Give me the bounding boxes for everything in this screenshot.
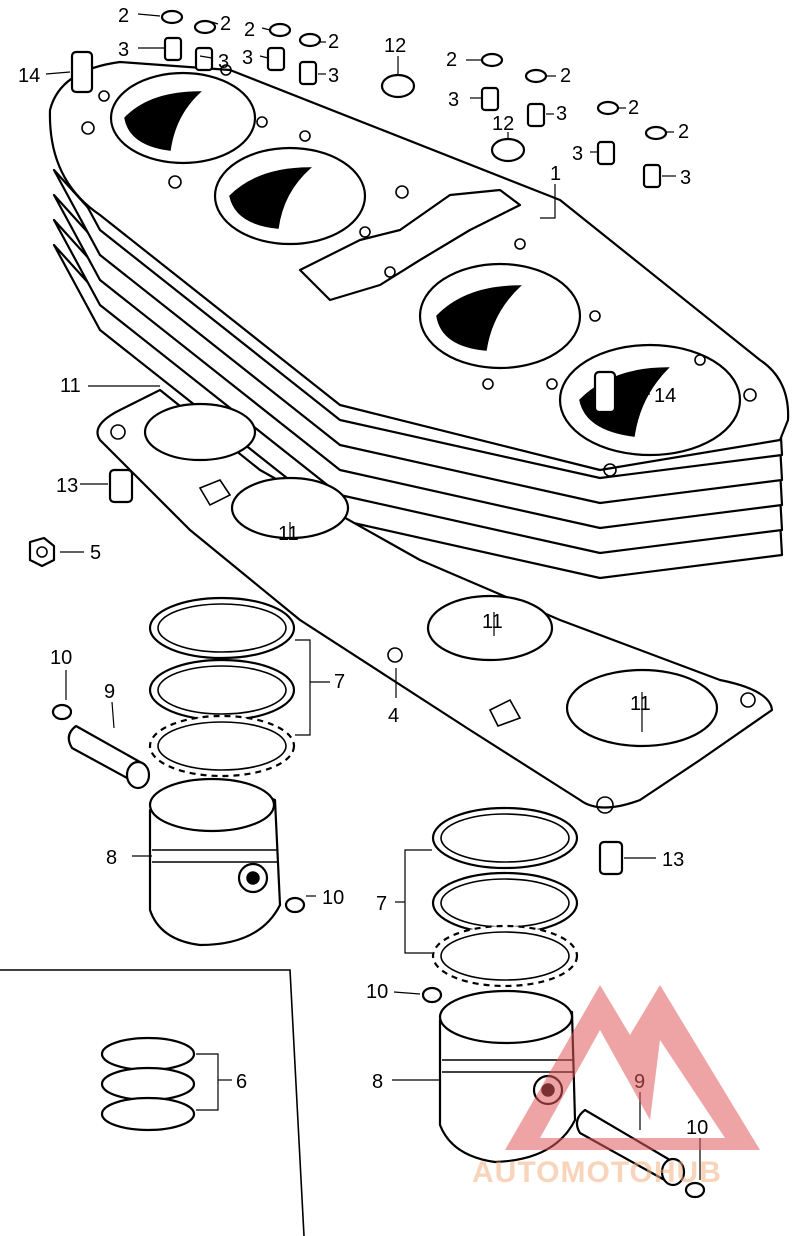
- callout-10a: 10: [50, 647, 72, 669]
- piston-left: [148, 777, 282, 947]
- callout-3e: 3: [448, 89, 459, 111]
- callout-13b: 13: [662, 849, 684, 871]
- callout-3g: 3: [572, 143, 583, 165]
- deck-bolt-holes: [81, 64, 757, 477]
- callout-2h: 2: [678, 121, 689, 143]
- piston-ring-set-left: [148, 596, 296, 778]
- callout-9a: 9: [104, 681, 115, 703]
- clip-left-1: [51, 703, 73, 721]
- callout-14a: 14: [18, 65, 40, 87]
- watermark-logo-icon: [505, 985, 760, 1150]
- callout-10c: 10: [366, 981, 388, 1003]
- callout-7a: 7: [334, 671, 345, 693]
- callout-12b: 12: [492, 113, 514, 135]
- callout-3c: 3: [242, 47, 253, 69]
- callout-3b: 3: [218, 51, 229, 73]
- callout-2g: 2: [628, 97, 639, 119]
- callout-4: 4: [388, 705, 399, 727]
- callout-1: 1: [550, 163, 561, 185]
- callout-2b: 2: [220, 13, 231, 35]
- clip-right-2: [684, 1181, 706, 1199]
- optional-ring-set-box: [0, 969, 305, 1236]
- watermark-text: AUTOMOTOHUB: [472, 1156, 722, 1189]
- callout-3f: 3: [556, 103, 567, 125]
- piston-pin-left: [67, 724, 151, 790]
- callout-3h: 3: [680, 167, 691, 189]
- callout-10d: 10: [686, 1117, 708, 1139]
- callout-3d: 3: [328, 65, 339, 87]
- callout-2e: 2: [446, 49, 457, 71]
- callout-10b: 10: [322, 887, 344, 909]
- watermark: AUTOMOTOHUB: [472, 985, 760, 1189]
- callout-labels: 2 2 3 3 2 2 3 3 14 12 2 2 3 3 12 2 2 3 3…: [18, 5, 708, 1139]
- callout-7b: 7: [376, 893, 387, 915]
- base-gasket: [96, 388, 774, 814]
- callout-11c: 11: [482, 611, 503, 633]
- callout-11b: 11: [278, 523, 299, 545]
- callout-8a: 8: [106, 847, 117, 869]
- callout-14b: 14: [654, 385, 676, 407]
- callout-12a: 12: [384, 35, 406, 57]
- callout-13a: 13: [56, 475, 78, 497]
- callout-8b: 8: [372, 1071, 383, 1093]
- oil-seals-and-dowels: [28, 9, 668, 876]
- callout-5: 5: [90, 542, 101, 564]
- clip-right-1: [421, 986, 443, 1004]
- callout-6: 6: [236, 1071, 247, 1093]
- piston-ring-set-right: [431, 806, 579, 988]
- callout-2a: 2: [118, 5, 129, 27]
- callout-2c: 2: [244, 19, 255, 41]
- callout-2f: 2: [560, 65, 571, 87]
- callout-3a: 3: [118, 39, 129, 61]
- callout-11d: 11: [630, 693, 651, 715]
- callout-11a: 11: [60, 375, 81, 397]
- clip-left-2: [284, 896, 306, 914]
- callout-2d: 2: [328, 31, 339, 53]
